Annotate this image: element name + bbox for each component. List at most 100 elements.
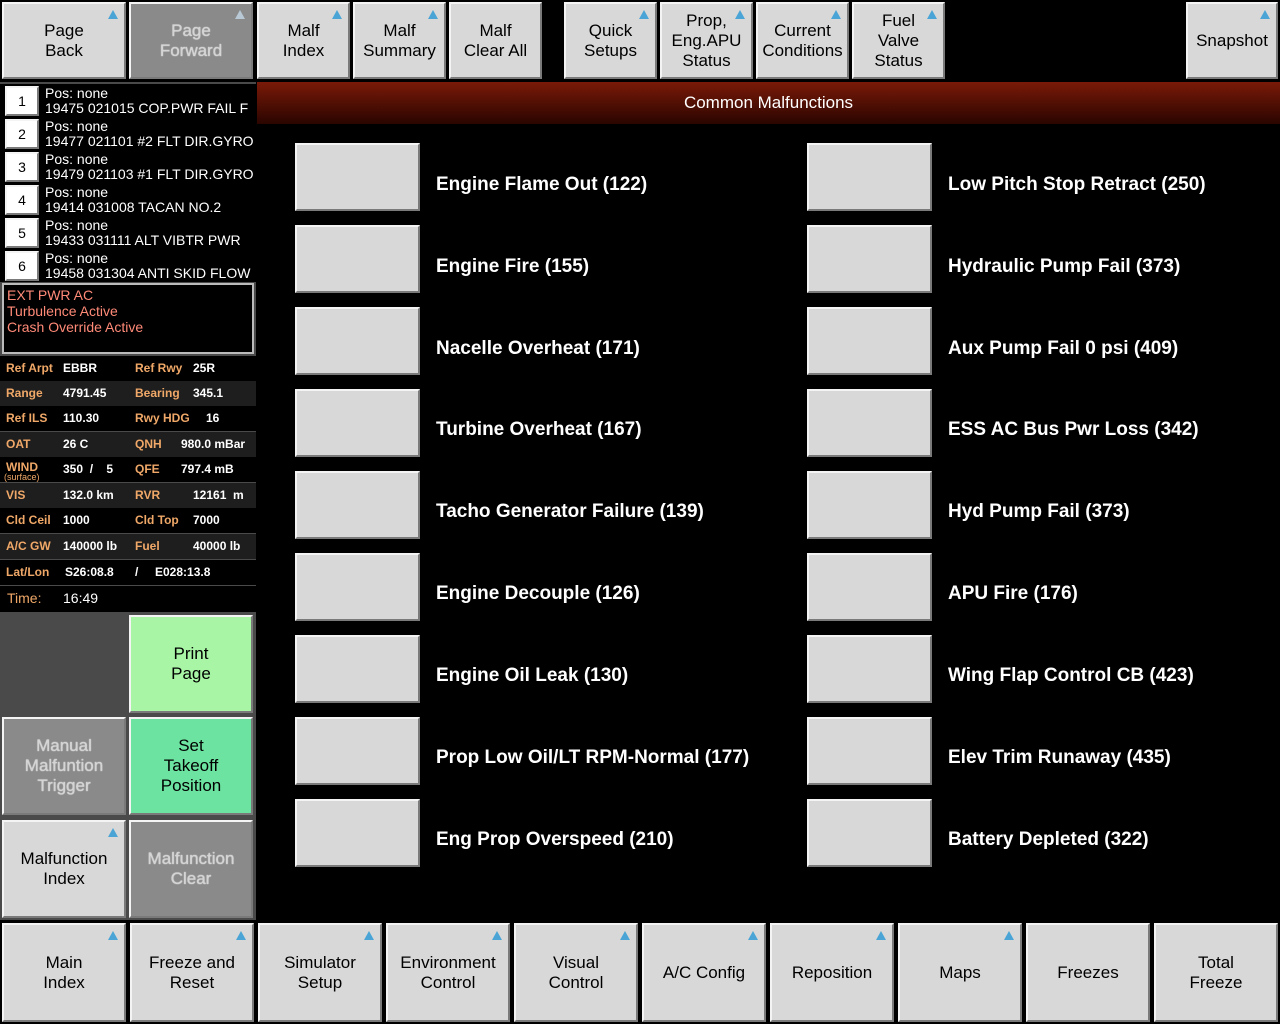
freeze-reset-label: Freeze and Reset xyxy=(149,952,235,992)
simulator-setup-label: Simulator Setup xyxy=(284,952,356,992)
info-row: Cld Ceil 1000 Cld Top 7000 xyxy=(0,508,256,533)
malfunction-toggle[interactable] xyxy=(807,307,932,375)
set-takeoff-position-button[interactable]: Set Takeoff Position xyxy=(129,717,253,815)
ac-gw-label: A/C GW xyxy=(6,539,51,553)
malfunction-toggle[interactable] xyxy=(295,471,420,539)
current-conditions-button[interactable]: Current Conditions xyxy=(756,2,849,79)
total-freeze-button[interactable]: Total Freeze xyxy=(1154,923,1278,1022)
malf-summary-button[interactable]: Malf Summary xyxy=(353,2,446,79)
simulator-setup-button[interactable]: Simulator Setup xyxy=(258,923,382,1022)
submenu-indicator-icon xyxy=(876,931,886,940)
lat-value: S26:08.8 xyxy=(65,565,114,579)
fuel-valve-status-button[interactable]: Fuel Valve Status xyxy=(852,2,945,79)
page-forward-label: Page Forward xyxy=(159,20,223,60)
rwy-hdg-label: Rwy HDG xyxy=(135,411,190,425)
malfunction-toggle[interactable] xyxy=(295,389,420,457)
wind-label: WIND xyxy=(6,460,38,474)
visual-control-button[interactable]: Visual Control xyxy=(514,923,638,1022)
wind-value: 350 / 5 xyxy=(63,462,114,476)
print-page-button[interactable]: Print Page xyxy=(129,615,253,713)
malf-queue-item[interactable]: 1 Pos: none 19475 021015 COP.PWR FAIL F xyxy=(0,84,256,117)
range-value: 4791.45 xyxy=(63,386,107,400)
cld-ceil-value: 1000 xyxy=(63,513,90,527)
malf-clear-all-button[interactable]: Malf Clear All xyxy=(449,2,542,79)
queue-number-button[interactable]: 5 xyxy=(5,218,39,248)
info-row: Time: 16:49 xyxy=(0,586,256,612)
main-index-button[interactable]: Main Index xyxy=(2,923,126,1022)
malfunction-index-button[interactable]: Malfunction Index xyxy=(2,820,126,918)
malf-index-label: Malf Index xyxy=(282,20,325,60)
prop-eng-apu-status-button[interactable]: Prop, Eng.APU Status xyxy=(660,2,753,79)
malfunction-toggle[interactable] xyxy=(295,635,420,703)
malfunction-toggle[interactable] xyxy=(807,389,932,457)
malfunction-toggle[interactable] xyxy=(807,717,932,785)
malfunction-toggle[interactable] xyxy=(295,717,420,785)
submenu-indicator-icon xyxy=(108,931,118,940)
ref-arpt-label: Ref Arpt xyxy=(6,361,53,375)
malfunction-clear-button[interactable]: Malfunction Clear xyxy=(129,820,253,918)
main-index-label: Main Index xyxy=(43,952,85,992)
malfunction-toggle[interactable] xyxy=(295,307,420,375)
malfunction-label: Prop Low Oil/LT RPM-Normal (177) xyxy=(436,747,750,768)
manual-malfunction-trigger-button[interactable]: Manual Malfuntion Trigger xyxy=(2,717,126,815)
maps-button[interactable]: Maps xyxy=(898,923,1022,1022)
fuel-value: 40000 lb xyxy=(193,539,241,553)
malfunction-toggle[interactable] xyxy=(295,553,420,621)
page-forward-button[interactable]: Page Forward xyxy=(129,2,253,79)
malfunction-toggle[interactable] xyxy=(807,799,932,867)
malf-queue-item[interactable]: 6 Pos: none 19458 031304 ANTI SKID FLOW xyxy=(0,249,256,282)
freezes-button[interactable]: Freezes xyxy=(1026,923,1150,1022)
submenu-indicator-icon xyxy=(492,931,502,940)
page-back-button[interactable]: Page Back xyxy=(2,2,126,79)
environment-control-button[interactable]: Environment Control xyxy=(386,923,510,1022)
malf-queue-item[interactable]: 3 Pos: none 19479 021103 #1 FLT DIR.GYRO xyxy=(0,150,256,183)
malfunction-label: Elev Trim Runaway (435) xyxy=(948,747,1171,768)
cld-ceil-label: Cld Ceil xyxy=(6,513,51,527)
malfunction-toggle[interactable] xyxy=(807,471,932,539)
malfunction-label: Nacelle Overheat (171) xyxy=(436,338,640,359)
malfunction-toggle[interactable] xyxy=(295,143,420,211)
malfunction-toggle[interactable] xyxy=(807,553,932,621)
submenu-indicator-icon xyxy=(735,10,745,19)
malf-queue-item[interactable]: 4 Pos: none 19414 031008 TACAN NO.2 xyxy=(0,183,256,216)
oat-value: 26 C xyxy=(63,437,89,451)
malfunction-label: Engine Oil Leak (130) xyxy=(436,665,629,686)
queue-number-button[interactable]: 1 xyxy=(5,86,39,116)
malfunction-toggle[interactable] xyxy=(295,799,420,867)
ac-config-button[interactable]: A/C Config xyxy=(642,923,766,1022)
wind-sub-label: (surface) xyxy=(4,472,40,482)
latlon-separator: / xyxy=(135,565,139,579)
malfunction-label: APU Fire (176) xyxy=(948,583,1078,604)
malfunction-label: ESS AC Bus Pwr Loss (342) xyxy=(948,419,1199,440)
ac-config-label: A/C Config xyxy=(662,962,746,982)
queue-text: 19414 031008 TACAN NO.2 xyxy=(45,199,222,215)
current-conditions-label: Current Conditions xyxy=(762,20,843,60)
malfunction-clear-label: Malfunction Clear xyxy=(147,849,235,888)
submenu-indicator-icon xyxy=(428,10,438,19)
malfunction-grid xyxy=(257,124,1280,920)
prop-eng-apu-status-label: Prop, Eng.APU Status xyxy=(671,10,742,70)
queue-number-button[interactable]: 4 xyxy=(5,185,39,215)
queue-pos: Pos: none xyxy=(45,250,109,266)
malfunction-label: Tacho Generator Failure (139) xyxy=(436,501,704,522)
quick-setups-button[interactable]: Quick Setups xyxy=(564,2,657,79)
reposition-label: Reposition xyxy=(791,962,873,982)
freeze-and-reset-button[interactable]: Freeze and Reset xyxy=(130,923,254,1022)
snapshot-button[interactable]: Snapshot xyxy=(1186,2,1278,79)
malfunction-toggle[interactable] xyxy=(807,635,932,703)
malf-queue-item[interactable]: 5 Pos: none 19433 031111 ALT VIBTR PWR xyxy=(0,216,256,249)
ac-gw-value: 140000 lb xyxy=(63,539,118,553)
queue-number-button[interactable]: 6 xyxy=(5,251,39,281)
malfunction-label: Battery Depleted (322) xyxy=(948,829,1149,850)
malfunction-toggle[interactable] xyxy=(807,143,932,211)
queue-number-button[interactable]: 3 xyxy=(5,152,39,182)
queue-number-button[interactable]: 2 xyxy=(5,119,39,149)
malfunction-toggle[interactable] xyxy=(295,225,420,293)
info-row: A/C GW 140000 lb Fuel 40000 lb xyxy=(0,534,256,559)
reposition-button[interactable]: Reposition xyxy=(770,923,894,1022)
malf-index-button[interactable]: Malf Index xyxy=(257,2,350,79)
malfunction-toggle[interactable] xyxy=(807,225,932,293)
rwy-hdg-value: 16 xyxy=(206,411,220,425)
malf-queue-item[interactable]: 2 Pos: none 19477 021101 #2 FLT DIR.GYRO xyxy=(0,117,256,150)
cld-top-value: 7000 xyxy=(193,513,220,527)
